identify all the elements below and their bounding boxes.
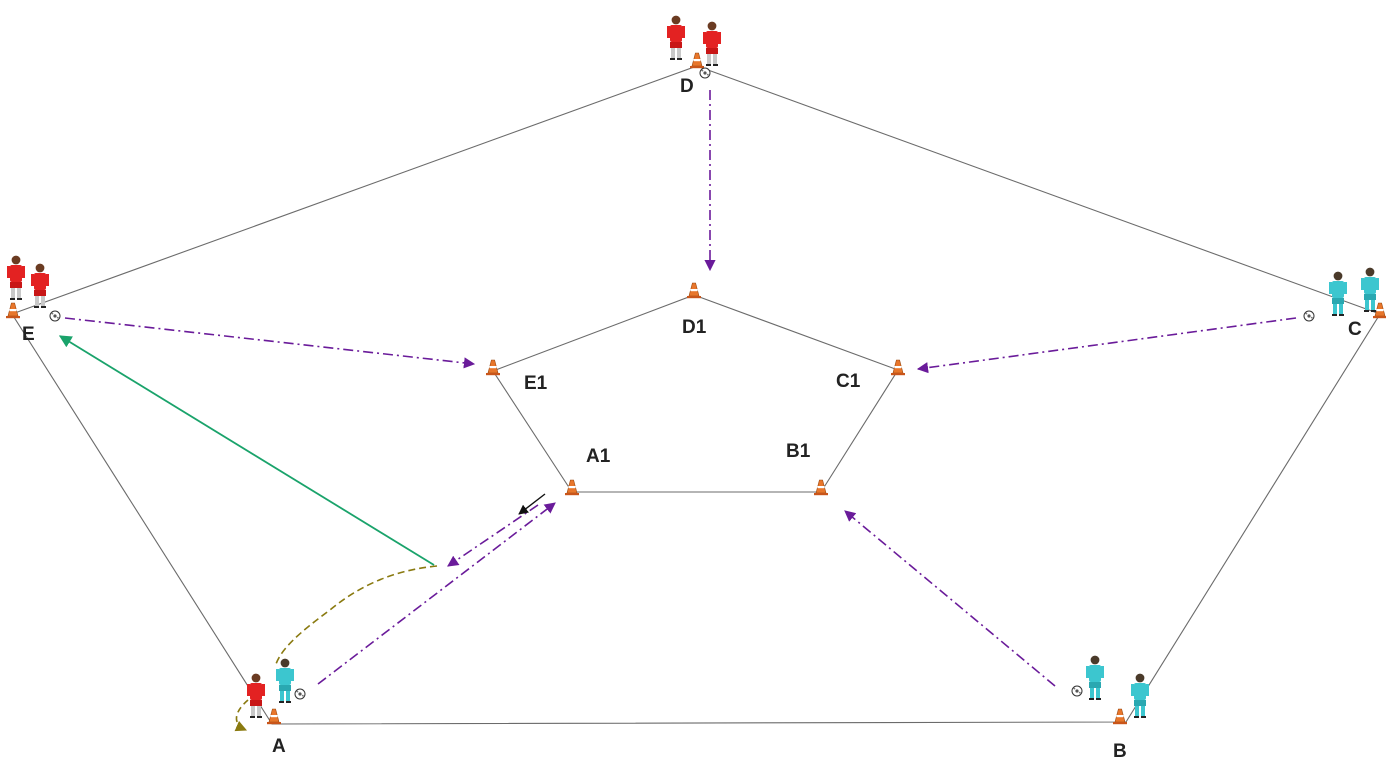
move-arrow-black — [518, 493, 546, 515]
player-d-1 — [667, 15, 685, 60]
player-d-2 — [703, 21, 721, 66]
dribble-curve-a — [234, 699, 249, 732]
cone-c1 — [890, 359, 906, 376]
player-b-1 — [1086, 655, 1104, 700]
label-e: E — [22, 324, 35, 345]
run-arrow-green — [58, 335, 435, 566]
player-a-cyan — [276, 658, 294, 703]
point-labels: D C B A E D1 C1 B1 A1 E1 — [22, 76, 1362, 760]
label-e1: E1 — [524, 373, 548, 394]
pass-a-to-a1 — [317, 502, 556, 685]
cone-a — [266, 708, 282, 725]
label-d: D — [680, 76, 694, 97]
cones — [5, 52, 1386, 725]
cone-d1 — [686, 282, 702, 299]
label-a: A — [272, 736, 286, 757]
player-c-2 — [1361, 267, 1379, 312]
balls — [49, 67, 1315, 700]
label-d1: D1 — [682, 317, 707, 338]
cone-a1 — [564, 479, 580, 496]
label-c: C — [1348, 319, 1362, 340]
cone-b1 — [813, 479, 829, 496]
ball-e — [49, 310, 61, 322]
pass-e-to-e1 — [64, 317, 476, 369]
pass-b-to-b1 — [844, 510, 1056, 687]
players — [7, 15, 1379, 718]
player-a-red — [247, 673, 265, 718]
ball-b — [1071, 685, 1083, 697]
pass-c-to-c1 — [916, 317, 1297, 374]
dribble-curve — [275, 565, 438, 665]
ball-c — [1303, 310, 1315, 322]
cone-d — [689, 52, 705, 69]
cone-b — [1112, 708, 1128, 725]
label-b1: B1 — [786, 441, 811, 462]
inner-pentagon — [492, 294, 899, 493]
player-e-1 — [7, 255, 25, 300]
ball-d — [699, 67, 711, 79]
outer-pentagon — [11, 65, 1381, 725]
cone-e1 — [485, 359, 501, 376]
player-c-1 — [1329, 271, 1347, 316]
ball-a — [294, 688, 306, 700]
label-a1: A1 — [586, 446, 611, 467]
pass-a1-back — [447, 504, 539, 567]
cone-e — [5, 302, 21, 319]
player-b-2 — [1131, 673, 1149, 718]
label-c1: C1 — [836, 371, 861, 392]
label-b: B — [1113, 741, 1127, 760]
pass-arrows — [64, 90, 1297, 687]
